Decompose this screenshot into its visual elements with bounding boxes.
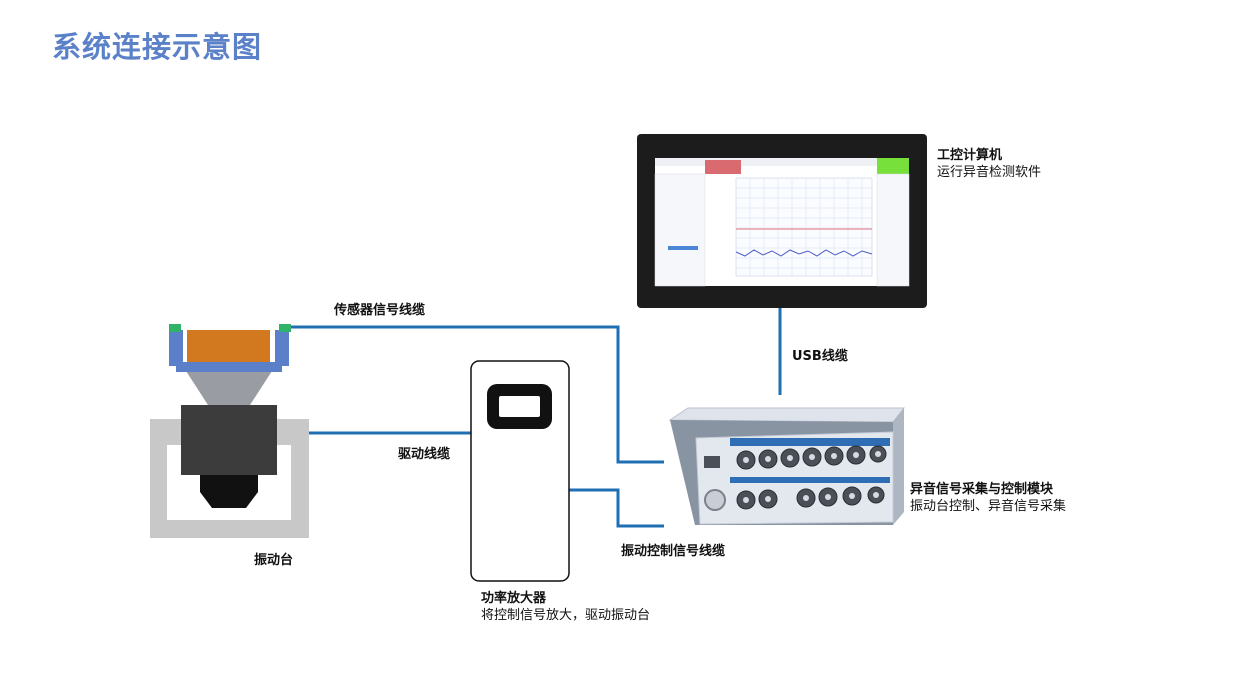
- drive-cable-label: 驱动线缆: [398, 447, 451, 462]
- screen-menubar: [655, 158, 909, 166]
- sensor-left: [169, 324, 181, 332]
- shaker-frame: [150, 419, 309, 538]
- shaker-base: [200, 475, 258, 508]
- daq-name: 异音信号采集与控制模块: [910, 482, 1054, 497]
- daq-side: [893, 408, 904, 525]
- shaker-trunnion-right: [275, 419, 291, 445]
- screen-chart-grid: [736, 178, 872, 276]
- sensor-cable-label: 传感器信号线缆: [334, 303, 426, 318]
- shaker-armature: [186, 371, 272, 405]
- test-specimen: [187, 330, 270, 362]
- screen-red-tab: [705, 160, 741, 174]
- daq-usb-port: [704, 456, 720, 468]
- control-cable-label: 振动控制信号线缆: [621, 544, 726, 559]
- fixture-clamp-right: [275, 330, 289, 366]
- vibration-shaker: [150, 324, 309, 538]
- daq-top: [668, 407, 906, 423]
- screen-left-panel: [654, 173, 706, 287]
- daq-desc: 振动台控制、异音信号采集: [910, 499, 1067, 514]
- fixture-plate: [176, 362, 282, 372]
- shaker-name: 振动台: [254, 553, 294, 568]
- amplifier-name: 功率放大器: [481, 591, 547, 606]
- page-title: 系统连接示意图: [52, 30, 263, 64]
- fixture-clamp-left: [169, 330, 183, 366]
- industrial-computer: [637, 134, 927, 308]
- screen-selected-row: [668, 246, 698, 250]
- shaker-body: [181, 405, 277, 475]
- daq-label-strip-top: [730, 438, 890, 446]
- control-cable: [569, 488, 664, 528]
- usb-cable-label: USB线缆: [792, 349, 848, 364]
- amplifier-display: [499, 396, 540, 417]
- computer-name: 工控计算机: [937, 148, 1003, 163]
- screen-waveform: [735, 249, 873, 257]
- daq-key-switch: [704, 489, 726, 511]
- computer-desc: 运行异音检测软件: [937, 165, 1042, 180]
- shaker-trunnion-left: [167, 419, 183, 445]
- amplifier-desc: 将控制信号放大，驱动振动台: [481, 608, 651, 623]
- daq-connector-centers: [743, 451, 881, 503]
- daq-module: [668, 407, 906, 525]
- sensor-cable: [290, 325, 664, 464]
- power-amplifier: [470, 360, 570, 582]
- screen-status-indicator: [877, 158, 909, 174]
- sensor-right: [279, 324, 291, 332]
- screen-chart-area: [735, 177, 873, 277]
- screen-right-panel: [876, 173, 910, 287]
- daq-label-strip-bottom: [730, 477, 890, 483]
